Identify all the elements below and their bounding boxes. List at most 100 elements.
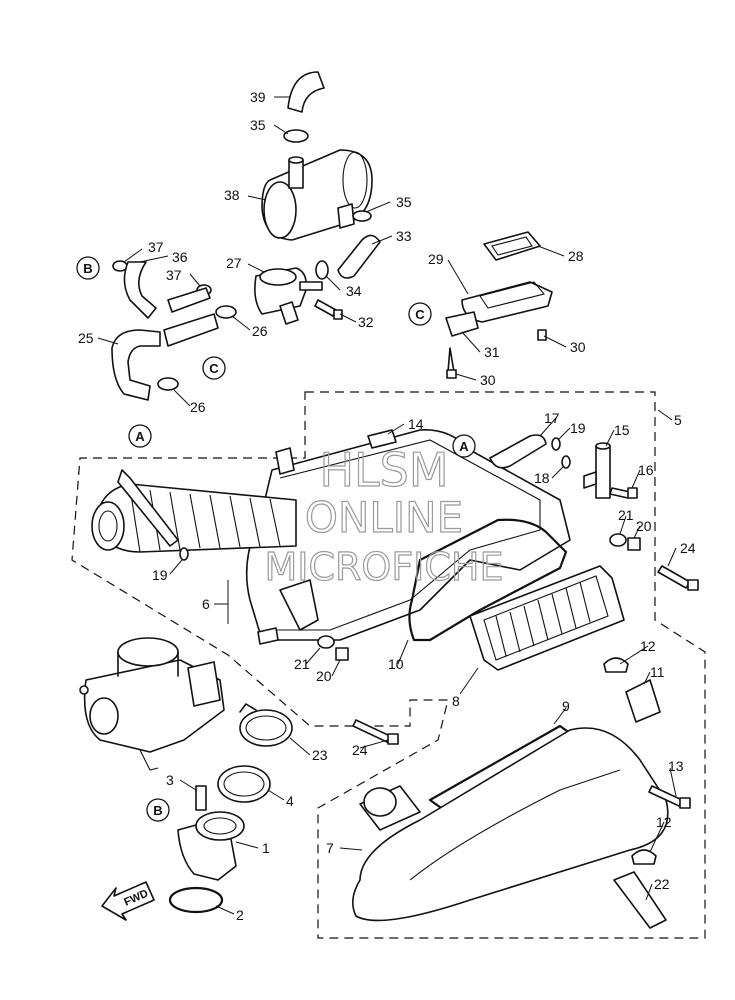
marker-b-bottom: B [146, 798, 170, 822]
callout-31: 31 [484, 344, 500, 360]
air-cleaner-case-6[interactable] [245, 429, 571, 645]
gasket-28[interactable] [483, 231, 541, 261]
grommet-21-upper[interactable] [609, 533, 627, 547]
callout-5: 5 [674, 412, 682, 428]
callout-37-left: 37 [148, 239, 164, 255]
plug-22[interactable] [613, 871, 667, 929]
callout-37-right: 37 [166, 267, 182, 283]
callout-27: 27 [226, 255, 242, 271]
plug-11[interactable] [625, 679, 661, 723]
callout-22: 22 [654, 876, 670, 892]
clamp-26-top[interactable] [215, 305, 237, 319]
clip-19-duct[interactable] [179, 547, 189, 561]
bolt-13[interactable] [648, 785, 691, 809]
callout-20-upper: 20 [636, 518, 652, 534]
screw-3[interactable] [195, 785, 207, 811]
callout-1: 1 [262, 840, 270, 856]
svg-text:B: B [83, 261, 92, 276]
callout-32: 32 [358, 314, 374, 330]
cap-12-upper[interactable] [603, 657, 629, 673]
bolt-30-bottom[interactable] [446, 347, 457, 379]
bolt-30-right[interactable] [537, 329, 547, 341]
grommet-21-lower[interactable] [317, 635, 335, 649]
joint-1[interactable] [177, 811, 245, 881]
callout-15: 15 [614, 422, 630, 438]
clip-19-top[interactable] [551, 437, 561, 451]
case-cover-7[interactable] [352, 727, 669, 922]
hose-39[interactable] [287, 71, 325, 113]
bolt-16[interactable] [609, 487, 638, 499]
duct-7-inlet[interactable] [359, 785, 421, 831]
callout-26-bottom: 26 [190, 399, 206, 415]
callout-7: 7 [326, 840, 334, 856]
callout-38: 38 [224, 187, 240, 203]
callout-36: 36 [172, 249, 188, 265]
callout-20-lower: 20 [316, 668, 332, 684]
marker-a-duct: A [128, 424, 152, 448]
callout-2: 2 [236, 907, 244, 923]
bolt-24-upper[interactable] [657, 565, 699, 591]
marker-c-right: C [408, 302, 432, 326]
callout-13: 13 [668, 758, 684, 774]
clamp-4[interactable] [217, 765, 271, 803]
carburetor[interactable] [79, 637, 225, 771]
svg-text:HLSM: HLSM [319, 443, 448, 497]
callout-30-bottom: 30 [480, 372, 496, 388]
callout-12-lower: 12 [656, 814, 672, 830]
callout-19-top: 19 [570, 420, 586, 436]
hose-36[interactable] [123, 261, 157, 319]
collar-20-upper[interactable] [627, 537, 641, 551]
air-cleaner-assembly-boundary [71, 391, 706, 939]
reed-valve-27[interactable] [254, 267, 323, 325]
clamp-35-side[interactable] [352, 210, 372, 222]
callout-17: 17 [544, 410, 560, 426]
svg-text:B: B [153, 803, 162, 818]
svg-text:A: A [459, 439, 469, 454]
callout-35-top: 35 [250, 117, 266, 133]
watermark: HLSM ONLINE MICROFICHE [264, 442, 504, 589]
o-ring-2[interactable] [168, 886, 224, 914]
joint-31[interactable] [445, 311, 479, 337]
marker-a-case: A [452, 434, 476, 458]
bracket-14[interactable] [367, 429, 397, 449]
callout-4: 4 [286, 793, 294, 809]
silencer-38[interactable] [261, 149, 373, 241]
bolt-32[interactable] [314, 299, 343, 320]
hose-25[interactable] [111, 313, 219, 401]
clamp-26-bottom[interactable] [157, 377, 179, 391]
callout-26-top: 26 [252, 323, 268, 339]
hose-33[interactable] [337, 234, 381, 279]
svg-text:A: A [135, 429, 145, 444]
fwd-arrow: FWD [101, 881, 155, 921]
callout-8: 8 [452, 693, 460, 709]
collar-20-lower[interactable] [335, 647, 349, 661]
breather-15[interactable] [583, 442, 611, 499]
callout-23: 23 [312, 747, 328, 763]
bolt-24-lower[interactable] [352, 719, 399, 745]
callout-9: 9 [562, 698, 570, 714]
clip-34[interactable] [315, 260, 329, 280]
clip-18[interactable] [561, 455, 571, 469]
svg-text:C: C [209, 361, 219, 376]
callout-12-upper: 12 [640, 638, 656, 654]
callout-24-lower: 24 [352, 742, 368, 758]
svg-text:ONLINE: ONLINE [305, 493, 463, 542]
clamp-35-top[interactable] [283, 129, 309, 143]
hose-17[interactable] [489, 434, 547, 469]
callout-6: 6 [202, 596, 210, 612]
callout-3: 3 [166, 772, 174, 788]
cap-12-lower[interactable] [631, 849, 657, 865]
callout-34: 34 [346, 283, 362, 299]
callout-19-duct: 19 [152, 567, 168, 583]
hose-short[interactable] [167, 287, 211, 313]
svg-text:MICROFICHE: MICROFICHE [264, 545, 503, 589]
element-8[interactable] [469, 565, 625, 671]
leader-lines [97, 96, 677, 915]
callout-35-side: 35 [396, 194, 412, 210]
gasket-10[interactable] [408, 518, 568, 642]
clamp-23[interactable] [239, 703, 293, 747]
intake-duct[interactable] [91, 469, 297, 553]
callout-29: 29 [428, 251, 444, 267]
callout-24-upper: 24 [680, 540, 696, 556]
